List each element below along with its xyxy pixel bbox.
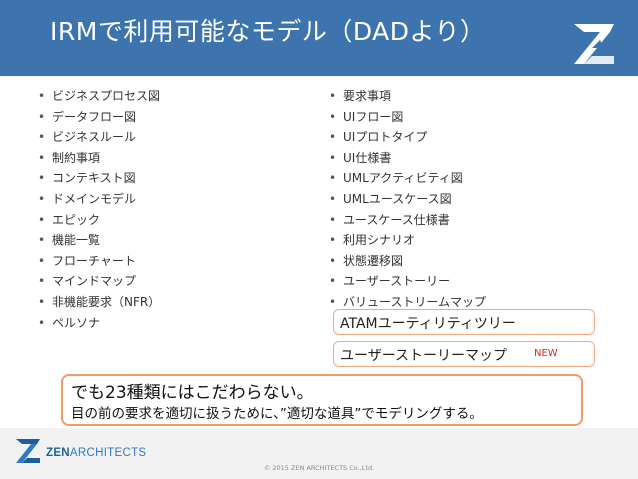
user-story-map-callout: ユーザーストーリーマップ NEW bbox=[333, 341, 595, 367]
footer-brand-architects: ARCHITECTS bbox=[69, 447, 147, 459]
footer bbox=[0, 428, 638, 479]
user-story-map-label: ユーザーストーリーマップ bbox=[340, 348, 508, 364]
model-list-left: ビジネスプロセス図 データフロー図 ビジネスルール 制約事項 コンテキスト図 ド… bbox=[38, 86, 160, 333]
list-item: ユースケース仕様書 bbox=[329, 210, 486, 231]
list-item: ビジネスプロセス図 bbox=[38, 86, 160, 107]
list-item: UMLアクティビティ図 bbox=[329, 168, 486, 189]
slide-title: IRMで利用可能なモデル（DADより） bbox=[50, 17, 486, 46]
footer-brand: ZENARCHITECTS bbox=[46, 447, 146, 459]
slide-header: IRMで利用可能なモデル（DADより） bbox=[0, 0, 638, 76]
new-badge: NEW bbox=[534, 348, 558, 359]
atam-callout: ATAMユーティリティツリー bbox=[333, 309, 595, 335]
footer-brand-zen: ZEN bbox=[46, 447, 70, 459]
atam-callout-label: ATAMユーティリティツリー bbox=[340, 316, 516, 332]
copyright-text: © 2015 ZEN ARCHITECTS Co.,Ltd. bbox=[263, 464, 375, 472]
list-item: ペルソナ bbox=[38, 313, 160, 334]
list-item: ユーザーストーリー bbox=[329, 271, 486, 292]
list-item: 制約事項 bbox=[38, 148, 160, 169]
list-item: ドメインモデル bbox=[38, 189, 160, 210]
list-item: マインドマップ bbox=[38, 271, 160, 292]
list-item: フローチャート bbox=[38, 251, 160, 272]
list-item: バリューストリームマップ bbox=[329, 292, 486, 313]
zen-logo-icon bbox=[574, 24, 614, 64]
list-item: 利用シナリオ bbox=[329, 230, 486, 251]
zen-architects-logo-icon bbox=[16, 439, 40, 463]
list-item: UMLユースケース図 bbox=[329, 189, 486, 210]
list-item: UIプロトタイプ bbox=[329, 127, 486, 148]
list-item: ビジネスルール bbox=[38, 127, 160, 148]
model-list-right: 要求事項 UIフロー図 UIプロトタイプ UI仕様書 UMLアクティビティ図 U… bbox=[329, 86, 486, 313]
list-item: エピック bbox=[38, 210, 160, 231]
list-item: 機能一覧 bbox=[38, 230, 160, 251]
list-item: 非機能要求（NFR） bbox=[38, 292, 160, 313]
list-item: データフロー図 bbox=[38, 107, 160, 128]
key-message-headline: でも23種類にはこだわらない。 bbox=[71, 383, 314, 403]
list-item: UIフロー図 bbox=[329, 107, 486, 128]
key-message-body: 目の前の要求を適切に扱うために、”適切な道具”でモデリングする。 bbox=[71, 406, 483, 422]
key-message-box: でも23種類にはこだわらない。 目の前の要求を適切に扱うために、”適切な道具”で… bbox=[61, 374, 583, 426]
list-item: 要求事項 bbox=[329, 86, 486, 107]
list-item: 状態遷移図 bbox=[329, 251, 486, 272]
list-item: コンテキスト図 bbox=[38, 168, 160, 189]
list-item: UI仕様書 bbox=[329, 148, 486, 169]
